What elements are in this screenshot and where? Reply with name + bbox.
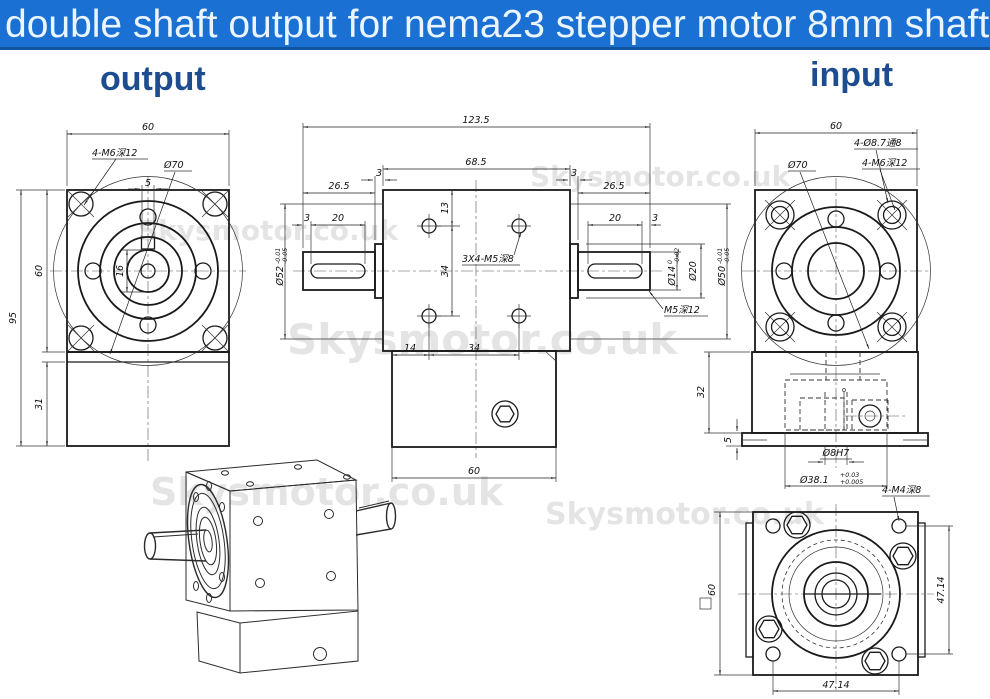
input-section-view: 32 5 Ø8H7 Ø38.1 +0.03 +0.005	[696, 351, 929, 489]
dim-hole-hspacing: 34	[468, 343, 480, 354]
dim-hole-left: 14	[404, 343, 416, 354]
dim-pilot-right-group: Ø50 -0.01 -0.05	[717, 248, 731, 287]
dim-hole-top: 13	[440, 202, 451, 214]
dim-output-height-base: 31	[34, 398, 45, 410]
input-front-view: 60 4-Ø8.7通8 4-M6深12 Ø70	[741, 121, 931, 468]
corner-bolt-holes	[67, 190, 229, 352]
dim-shaft-dia-tol-l: -0.02	[674, 248, 681, 264]
isometric-view	[143, 459, 397, 674]
dim-output-height-total: 95	[8, 312, 19, 324]
dim-shaft-left: 26.5	[328, 181, 349, 192]
hex-screws	[755, 511, 917, 675]
hex-plug	[491, 400, 519, 428]
corner-counterbore-holes	[764, 199, 908, 343]
dim-pilot-right-tol-u: -0.01	[717, 248, 724, 264]
dim-shaft-dia-tol-u: 0	[667, 260, 674, 264]
dim-pilot-right: Ø50	[717, 266, 728, 287]
dim-pilot-left-tol-l: -0.05	[282, 248, 289, 264]
dim-body-length: 68.5	[465, 157, 486, 168]
callout-back-corner-taps: 4-M4深8	[882, 485, 921, 496]
watermark-text: Skysmotor.co.uk	[530, 160, 792, 193]
dim-output-width: 60	[142, 122, 154, 133]
dim-pilot-left-tol-u: -0.01	[275, 248, 282, 264]
output-label: output	[100, 60, 206, 98]
dim-spigot: Ø38.1	[799, 475, 829, 486]
dim-key-width: 5	[145, 178, 151, 189]
dim-pilot-left: Ø52	[275, 266, 286, 287]
iso-flange-face	[186, 483, 230, 599]
dim-back-hole-hspacing: 47.14	[822, 680, 849, 691]
dim-section-height: 32	[696, 386, 707, 398]
dim-key-length-left: 20	[332, 213, 344, 224]
watermark-text: Skysmotor.co.uk	[287, 315, 678, 364]
dim-total-length: 123.5	[462, 115, 489, 126]
dim-back-hole-vspacing: 47.14	[936, 576, 947, 603]
callout-through-holes: 4-Ø8.7通8	[854, 138, 902, 149]
back-view: 60 47.14 47.14 4-M4深8	[699, 485, 953, 695]
callout-input-corner-taps: 4-M6深12	[862, 158, 907, 169]
dim-shaft-dia-group: Ø14 0 -0.02	[667, 248, 681, 287]
dim-hole-vspacing: 34	[440, 265, 451, 277]
output-front-view: 60 4-M6深12 Ø70 5 16 95 60 31	[8, 122, 246, 462]
dim-output-bolt-circle: Ø70	[163, 160, 184, 171]
page-title: double shaft output for nema23 stepper m…	[0, 0, 990, 50]
dim-boss-left: 3	[376, 168, 382, 179]
watermark-text: Skysmotor.co.uk	[545, 497, 825, 532]
dim-boss-dia: Ø20	[688, 261, 699, 282]
watermark-text: Skysmotor.co.uk	[138, 214, 400, 247]
dim-key-length-right: 20	[609, 213, 621, 224]
dim-input-bolt-circle: Ø70	[787, 160, 808, 171]
dim-back-height: 60	[707, 584, 718, 596]
dim-base-width: 60	[468, 466, 480, 477]
dim-key-offset-left: 3	[304, 213, 310, 224]
callout-face-holes: 3X4-M5深8	[462, 254, 514, 265]
dim-shaft-right: 26.5	[603, 181, 624, 192]
dim-pilot-right-tol-l: -0.05	[724, 248, 731, 264]
dim-key-offset-right: 3	[652, 213, 658, 224]
dim-output-height-face: 60	[34, 265, 45, 277]
dim-hub-bore: 16	[115, 265, 126, 277]
input-label: input	[810, 56, 894, 94]
side-section-view: 123.5 68.5 3 3 26.5 26.5 3 20 20 3 13 34…	[275, 115, 731, 482]
callout-output-corner-holes: 4-M6深12	[92, 148, 137, 159]
dim-boss-right: 3	[571, 168, 577, 179]
dim-spigot-tol-u: +0.03	[840, 472, 859, 479]
callout-shaft-tap: M5深12	[664, 305, 700, 316]
dim-pilot-left-group: Ø52 -0.01 -0.05	[275, 248, 289, 287]
dim-spigot-tol-l: +0.005	[840, 479, 863, 486]
dim-input-bore: Ø8H7	[822, 448, 850, 459]
watermarks: Skysmotor.co.uk Skysmotor.co.uk Skysmoto…	[138, 160, 825, 532]
dim-flange-thickness: 5	[723, 437, 734, 443]
square-section-symbol	[699, 597, 712, 610]
iso-rear-shaft	[355, 500, 397, 536]
iso-output-shaft	[143, 529, 207, 562]
dim-input-width: 60	[830, 121, 842, 132]
dim-shaft-dia: Ø14	[667, 266, 678, 287]
